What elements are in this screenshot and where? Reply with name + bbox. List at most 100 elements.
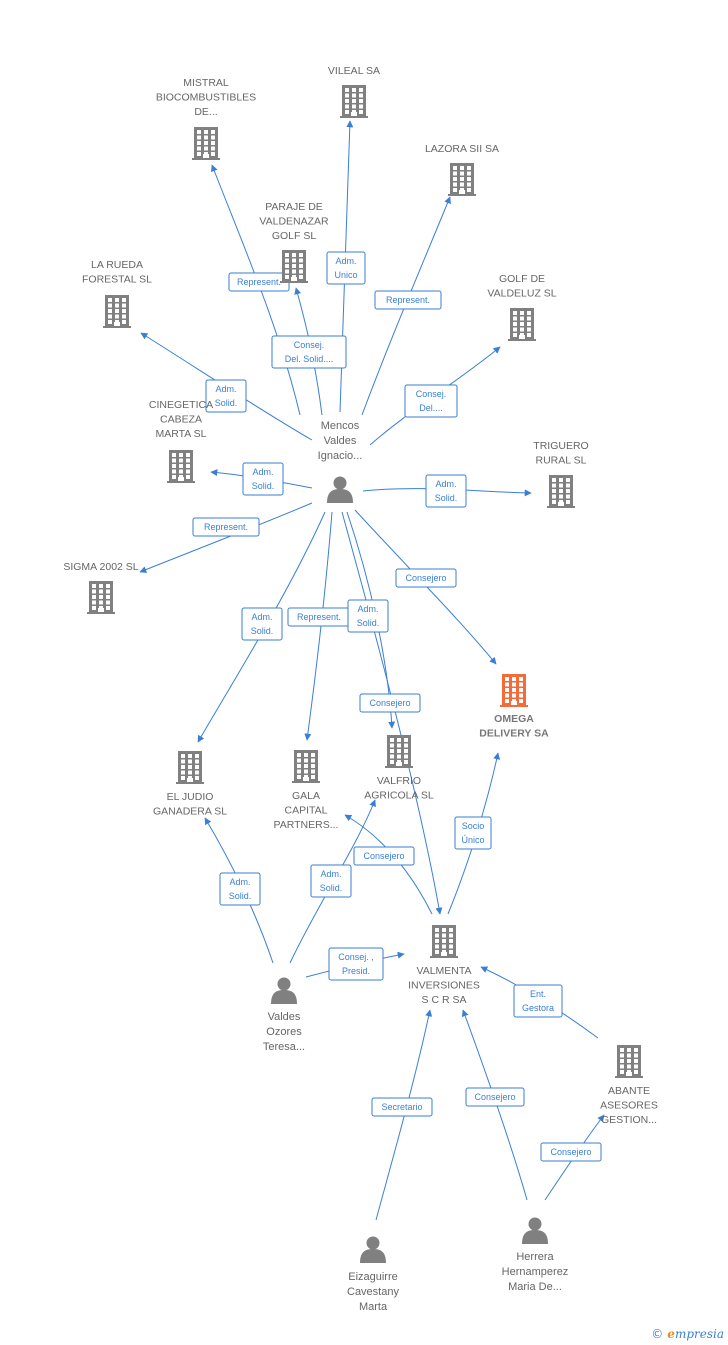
edge-label-herrera-valmenta[interactable]: Consejero (465, 1087, 525, 1107)
edge-label-text: Gestora (522, 1003, 554, 1013)
edge-label-mencos-paraje[interactable]: Consej.Del. Solid.... (271, 335, 347, 369)
building-icon (385, 735, 413, 768)
edge-label-text: Consejero (550, 1147, 591, 1157)
node-label: DELIVERY SA (479, 728, 549, 740)
edge-label-box (271, 335, 347, 369)
building-icon (87, 581, 115, 614)
node-label: TRIGUERO (533, 440, 588, 452)
edge-label-valdes-valfrio[interactable]: Adm.Solid. (310, 864, 352, 898)
node-valfrio[interactable]: VALFRIO AGRICOLA SL (364, 735, 434, 802)
edge-label-mencos-lazora[interactable]: Represent. (374, 290, 442, 310)
node-label: VALDELUZ SL (487, 288, 556, 300)
person-icon (360, 1236, 386, 1263)
node-label: GALA (292, 790, 320, 802)
node-golfvaldeluz[interactable]: GOLF DE VALDELUZ SL (487, 273, 557, 341)
edge-label-valdes-eljudio[interactable]: Adm.Solid. (219, 872, 261, 906)
edge-label-text: Del.... (419, 403, 443, 413)
edge-label-box (192, 517, 260, 537)
edge-mencos-gala[interactable] (304, 511, 333, 741)
edge-label-mencos-sigma[interactable]: Represent. (192, 517, 260, 537)
node-larueda[interactable]: LA RUEDA FORESTAL SL (82, 259, 152, 328)
edge-label-mencos-omega[interactable]: Consejero (395, 568, 457, 588)
node-label: PARAJE DE (265, 201, 323, 213)
node-label: LA RUEDA (91, 259, 143, 271)
node-label: INVERSIONES (408, 980, 480, 992)
building-icon (508, 308, 536, 341)
node-label: ASESORES (600, 1100, 658, 1112)
node-label: ABANTE (608, 1085, 650, 1097)
edge-label-mencos-golfvaldeluz[interactable]: Consej.Del.... (404, 384, 458, 418)
edge-label-mencos-eljudio[interactable]: Adm.Solid. (241, 607, 283, 641)
edge-label-text: Solid. (320, 883, 343, 893)
edge-label-mencos-gala[interactable]: Represent. (287, 607, 351, 627)
edge-label-mencos-valmenta[interactable]: Adm.Solid. (347, 599, 389, 633)
edge-mencos-valmenta[interactable] (341, 511, 443, 915)
building-icon (547, 475, 575, 508)
edge-label-text: Adm. (229, 877, 250, 887)
edge-label-text: Solid. (251, 626, 274, 636)
edge-label-text: Represent. (204, 522, 248, 532)
edge-label-text: Represent. (386, 295, 430, 305)
node-label: Herrera (516, 1251, 554, 1263)
node-abante[interactable]: ABANTEASESORESGESTION... (600, 1045, 658, 1126)
edge-label-abante-valmenta[interactable]: Ent.Gestora (513, 984, 563, 1018)
edge-label-box (395, 568, 457, 588)
node-label: Marta (359, 1301, 388, 1313)
edge-label-mencos-cinegetica[interactable]: Adm.Solid. (242, 462, 284, 496)
edge-label-text: Solid. (215, 398, 238, 408)
node-label: VALFRIO (377, 775, 421, 787)
node-vileal[interactable]: VILEAL SA (328, 65, 380, 118)
edges-layer (139, 120, 605, 1221)
edge-label-box (310, 864, 352, 898)
node-label: Maria De... (508, 1281, 562, 1293)
edge-label-mencos-vileal[interactable]: Adm.Unico (326, 251, 366, 285)
node-label: FORESTAL SL (82, 274, 152, 286)
node-mistral[interactable]: MISTRALBIOCOMBUSTIBLESDE... (156, 77, 256, 160)
node-label: VALDENAZAR (259, 216, 329, 228)
edge-label-valmenta-gala[interactable]: Consejero (353, 846, 415, 866)
building-icon (280, 250, 308, 283)
person-icon (522, 1217, 548, 1244)
node-label: VALMENTA (416, 965, 471, 977)
edge-label-valdes-valmenta[interactable]: Consej. ,Presid. (328, 947, 384, 981)
edge-label-box (241, 607, 283, 641)
building-icon (340, 85, 368, 118)
edge-label-herrera-abante[interactable]: Consejero (540, 1142, 602, 1162)
edge-label-mencos-triguero[interactable]: Adm.Solid. (425, 474, 467, 508)
edge-label-mencos-valfrio[interactable]: Consejero (359, 693, 421, 713)
edge-label-text: Consejero (363, 851, 404, 861)
edge-label-box (347, 599, 389, 633)
node-mencos[interactable]: MencosValdesIgnacio... (318, 420, 363, 503)
node-label: GOLF DE (499, 273, 545, 285)
node-label: AGRICOLA SL (364, 790, 434, 802)
node-gala[interactable]: GALACAPITALPARTNERS... (274, 750, 339, 831)
edge-label-mencos-larueda[interactable]: Adm.Solid. (205, 379, 247, 413)
brand-name: mpresia (674, 1327, 724, 1341)
edge-label-text: Represent. (237, 277, 281, 287)
building-icon (448, 163, 476, 196)
edge-label-text: Represent. (297, 612, 341, 622)
node-valdes[interactable]: ValdesOzoresTeresa... (263, 977, 305, 1054)
edge-label-eizaguirre-valmenta[interactable]: Secretario (371, 1097, 433, 1117)
edge-mencos-omega[interactable] (354, 509, 497, 665)
building-icon (176, 751, 204, 784)
node-label: MISTRAL (183, 77, 229, 89)
edge-label-text: Consejero (474, 1092, 515, 1102)
node-sigma[interactable]: SIGMA 2002 SL (63, 561, 139, 614)
node-lazora[interactable]: LAZORA SII SA (425, 143, 499, 196)
edge-mencos-sigma[interactable] (139, 502, 313, 573)
node-label: GANADERA SL (153, 806, 227, 818)
node-label: PARTNERS... (274, 819, 339, 831)
empresia-brand[interactable]: ©empresia (651, 1327, 724, 1341)
node-label: VILEAL SA (328, 65, 380, 77)
